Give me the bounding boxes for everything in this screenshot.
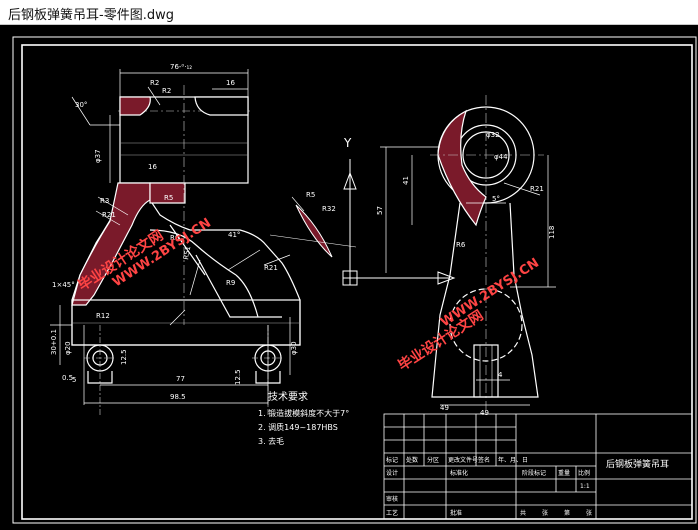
svg-text:φ37: φ37 bbox=[94, 149, 102, 163]
svg-text:R6: R6 bbox=[170, 234, 180, 242]
svg-text:φ44: φ44 bbox=[494, 153, 508, 161]
svg-text:张: 张 bbox=[586, 509, 592, 517]
part-name: 后钢板弹簧吊耳 bbox=[606, 458, 669, 470]
svg-text:R32: R32 bbox=[322, 205, 336, 213]
svg-text:张: 张 bbox=[542, 509, 548, 517]
svg-text:共: 共 bbox=[520, 509, 526, 517]
svg-text:标准化: 标准化 bbox=[450, 469, 468, 477]
svg-text:77: 77 bbox=[176, 375, 185, 383]
svg-text:R12: R12 bbox=[96, 312, 110, 320]
svg-text:比例: 比例 bbox=[578, 469, 590, 477]
svg-text:φ20: φ20 bbox=[64, 341, 72, 355]
svg-text:φ30: φ30 bbox=[290, 341, 298, 355]
svg-text:1×45°: 1×45° bbox=[52, 281, 75, 289]
svg-text:R3: R3 bbox=[100, 197, 109, 205]
svg-text:5°: 5° bbox=[492, 195, 500, 203]
right-view bbox=[380, 95, 556, 415]
tech-item-3: 3. 去毛 bbox=[258, 436, 284, 446]
svg-text:标记: 标记 bbox=[386, 456, 398, 464]
svg-text:更改文件号: 更改文件号 bbox=[448, 456, 478, 464]
svg-text:R21: R21 bbox=[530, 185, 544, 193]
window-titlebar: 后钢板弹簧吊耳-零件图.dwg bbox=[0, 0, 698, 25]
right-view-labels: φ32 φ44 R21 57 41 5° 118 R6 49 4 49 bbox=[376, 131, 556, 417]
svg-text:批准: 批准 bbox=[450, 509, 462, 517]
outer-frame bbox=[12, 36, 697, 524]
hatch-section-right bbox=[437, 109, 487, 227]
svg-text:年、月、日: 年、月、日 bbox=[498, 456, 528, 464]
svg-text:R9: R9 bbox=[226, 279, 235, 287]
svg-text:R2: R2 bbox=[150, 79, 159, 87]
svg-text:49: 49 bbox=[480, 409, 489, 417]
svg-text:0.5: 0.5 bbox=[62, 374, 73, 382]
left-view bbox=[50, 69, 301, 415]
svg-text:30+0.1: 30+0.1 bbox=[50, 329, 58, 355]
tech-item-1: 1. 锻造拔模斜度不大于7° bbox=[258, 408, 349, 418]
left-view-labels: 76-⁰⋅₁₂ 16 R2 R2 30° φ37 16 R3 R21 R5 R6… bbox=[50, 63, 298, 401]
tech-item-2: 2. 调质149~187HBS bbox=[258, 422, 338, 432]
svg-text:1:1: 1:1 bbox=[580, 483, 590, 490]
watermarks: 毕业设计论文网 WWW.2BYSJ.CN 毕业设计论文网 WWW.2BYSJ.C… bbox=[75, 216, 542, 375]
svg-text:R2: R2 bbox=[162, 87, 171, 95]
svg-text:R5: R5 bbox=[306, 191, 315, 199]
svg-text:R6: R6 bbox=[456, 241, 466, 249]
hatch-section-rib bbox=[71, 182, 151, 306]
svg-text:阶段标记: 阶段标记 bbox=[522, 469, 546, 477]
svg-text:16: 16 bbox=[226, 79, 235, 87]
svg-text:12.5: 12.5 bbox=[234, 369, 242, 385]
drawing-canvas[interactable]: 76-⁰⋅₁₂ 16 R2 R2 30° φ37 16 R3 R21 R5 R6… bbox=[0, 25, 698, 526]
svg-text:处数: 处数 bbox=[406, 456, 418, 464]
window-title: 后钢板弹簧吊耳-零件图.dwg bbox=[8, 8, 174, 23]
svg-text:57: 57 bbox=[376, 206, 384, 215]
tech-requirements: 技术要求 1. 锻造拔模斜度不大于7° 2. 调质149~187HBS 3. 去… bbox=[258, 390, 349, 446]
svg-text:98.5: 98.5 bbox=[170, 393, 186, 401]
svg-text:设计: 设计 bbox=[386, 469, 398, 477]
section-view: R5 R32 bbox=[269, 191, 357, 258]
svg-text:φ32: φ32 bbox=[486, 131, 500, 139]
svg-text:R21: R21 bbox=[102, 211, 116, 219]
svg-text:R21: R21 bbox=[264, 264, 278, 272]
svg-text:5: 5 bbox=[72, 376, 76, 384]
hatch-section-top bbox=[119, 96, 151, 116]
inner-frame bbox=[21, 44, 693, 520]
svg-text:重量: 重量 bbox=[558, 469, 570, 477]
svg-text:41°: 41° bbox=[228, 231, 240, 239]
svg-text:49: 49 bbox=[440, 404, 449, 412]
svg-text:Y: Y bbox=[343, 136, 352, 150]
svg-text:16: 16 bbox=[148, 163, 157, 171]
svg-text:第: 第 bbox=[564, 509, 570, 517]
svg-text:12.5: 12.5 bbox=[120, 349, 128, 365]
tech-heading: 技术要求 bbox=[268, 390, 308, 403]
svg-text:审核: 审核 bbox=[386, 495, 398, 503]
svg-text:R5: R5 bbox=[164, 194, 173, 202]
svg-text:118: 118 bbox=[548, 226, 556, 239]
svg-text:4: 4 bbox=[498, 371, 503, 379]
svg-text:分区: 分区 bbox=[427, 456, 439, 464]
svg-text:工艺: 工艺 bbox=[386, 509, 398, 517]
watermark-4: WWW.2BYSJ.CN bbox=[438, 256, 542, 331]
title-block bbox=[383, 413, 693, 520]
dim-top-width: 76-⁰⋅₁₂ bbox=[170, 63, 192, 71]
view-arrows: Y bbox=[342, 136, 456, 286]
svg-text:41: 41 bbox=[402, 176, 410, 185]
svg-text:R51: R51 bbox=[182, 245, 192, 260]
cad-drawing: 76-⁰⋅₁₂ 16 R2 R2 30° φ37 16 R3 R21 R5 R6… bbox=[12, 36, 697, 524]
svg-text:30°: 30° bbox=[75, 101, 87, 109]
svg-text:签名: 签名 bbox=[478, 456, 490, 464]
title-block-text: 后钢板弹簧吊耳 标记 处数 分区 更改文件号 签名 年、月、日 设计 标准化 阶… bbox=[386, 456, 669, 517]
